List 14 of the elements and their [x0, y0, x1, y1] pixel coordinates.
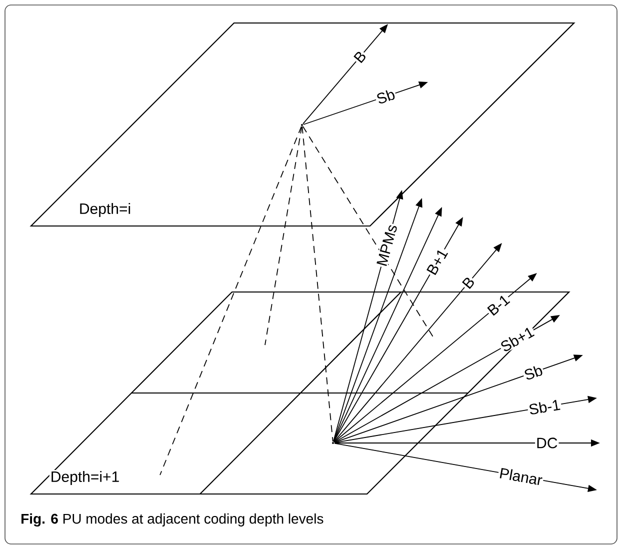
edge-label: B [462, 278, 474, 289]
edge-label: Sb-1 [530, 400, 560, 414]
edge-label: Planar [500, 468, 542, 486]
edge-label: B-1 [487, 296, 510, 316]
edge-label: DC [537, 438, 558, 448]
edge-label: B+1 [426, 250, 448, 276]
edge-label: Sb [377, 90, 395, 104]
edge-label: B [354, 52, 366, 64]
plane-label: Depth=i [78, 202, 132, 218]
plane-label: Depth=i+1 [49, 470, 121, 486]
edge-label: Sb [524, 366, 542, 380]
caption: Fig. 6 PU modes at adjacent coding depth levels [22, 513, 324, 527]
edge-label: MPMs [376, 225, 397, 266]
edge-label: Sb+1 [501, 328, 535, 352]
